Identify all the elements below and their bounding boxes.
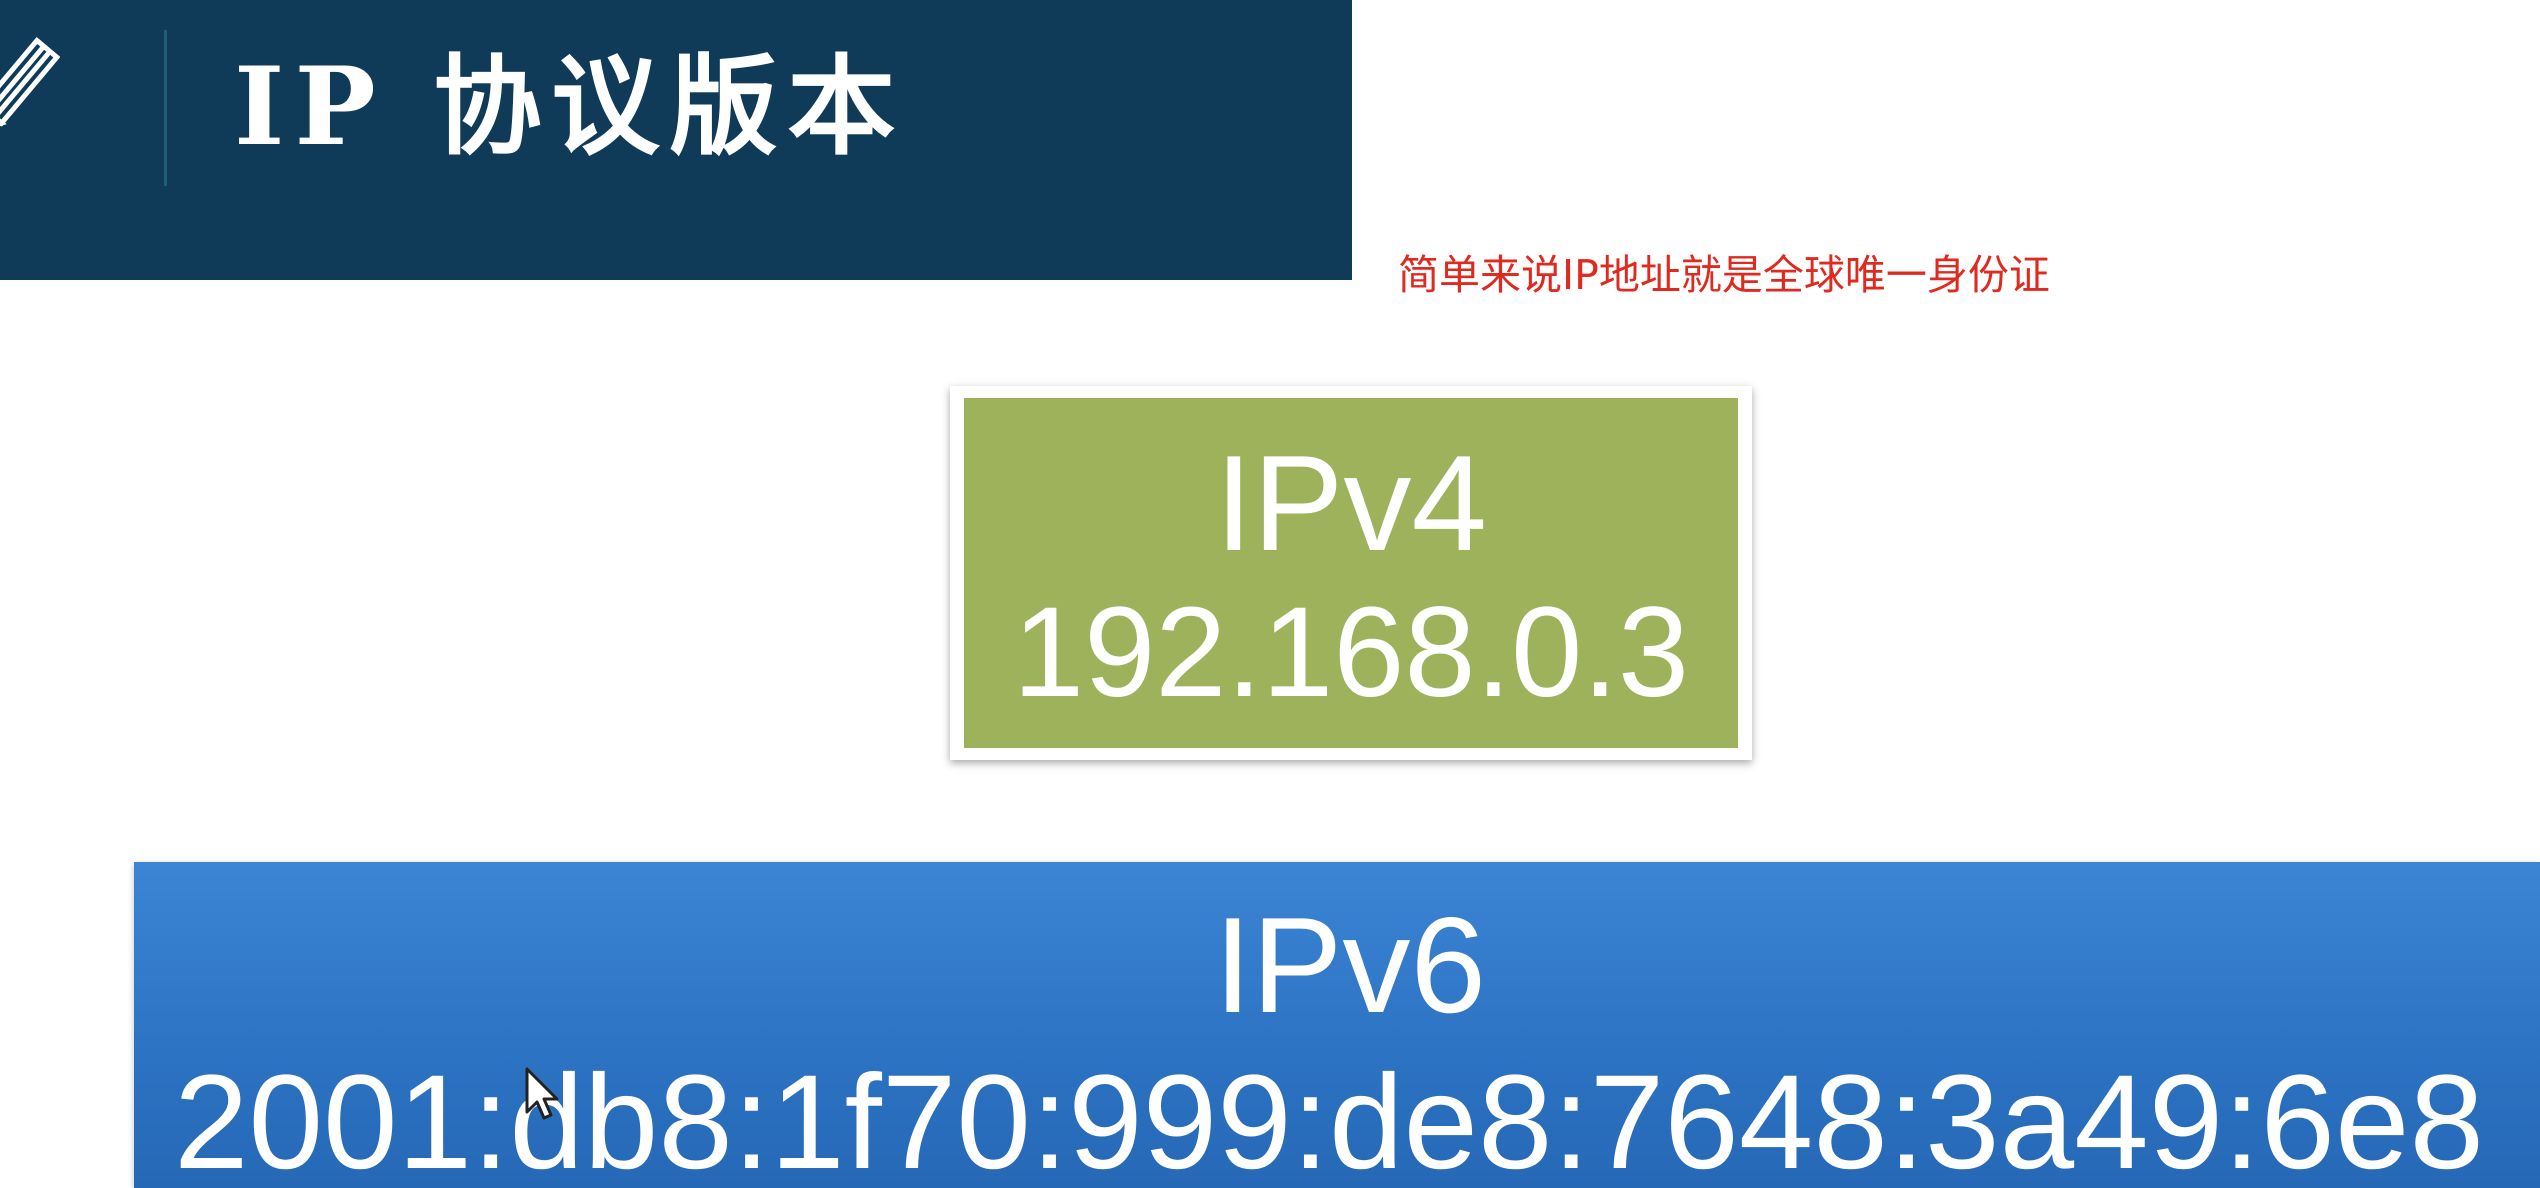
ipv4-address: 192.168.0.3: [1012, 581, 1690, 724]
mouse-cursor-icon: [525, 1067, 559, 1120]
ipv4-label: IPv4: [1214, 427, 1488, 579]
title-banner: IP 协议版本: [0, 0, 1352, 280]
ipv6-address: 2001:db8:1f70:999:de8:7648:3a49:6e8: [174, 1048, 2484, 1188]
pencil-icon: [0, 37, 60, 134]
annotation-text: 简单来说IP地址就是全球唯一身份证: [1398, 251, 2050, 299]
ipv6-label: IPv6: [1213, 889, 1487, 1041]
page-title: IP 协议版本: [234, 44, 906, 170]
title-divider: [164, 30, 167, 186]
ipv4-box: IPv4 192.168.0.3: [964, 398, 1738, 748]
ipv4-card: IPv4 192.168.0.3: [950, 386, 1752, 760]
ipv6-banner: IPv6 2001:db8:1f70:999:de8:7648:3a49:6e8: [134, 862, 2540, 1188]
